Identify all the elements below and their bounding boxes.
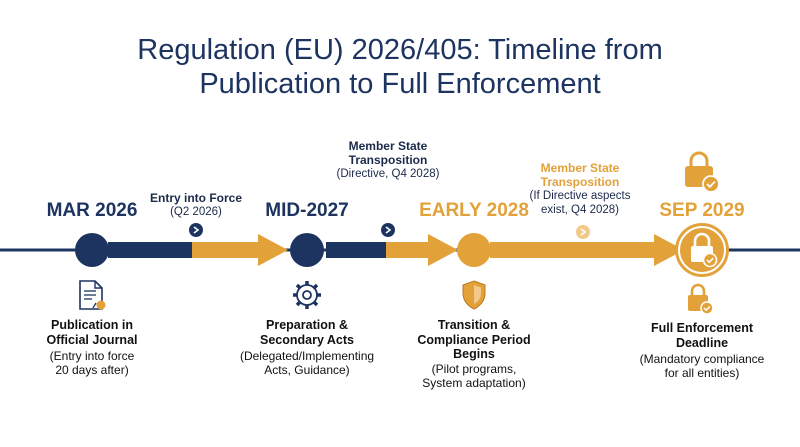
milestone-4-title-1: Full Enforcement xyxy=(650,321,754,335)
interim-marker-3-icon xyxy=(576,225,590,239)
interim-1-sub: (Q2 2026) xyxy=(170,206,222,218)
milestone-1-title-2: Official Journal xyxy=(46,332,138,347)
interim-1-title: Entry into Force xyxy=(149,191,243,205)
segment-1-arrowhead xyxy=(258,234,288,266)
milestone-4-sub-1: (Mandatory compliance xyxy=(639,352,765,366)
milestone-2-title-1: Preparation & xyxy=(266,318,348,332)
segment-3-arrowhead xyxy=(654,234,684,266)
milestone-1-label: Publication in Official Journal (Entry i… xyxy=(47,318,138,377)
milestone-4-label: Full Enforcement Deadline (Mandatory com… xyxy=(640,321,765,380)
milestone-4-date: SEP 2029 xyxy=(659,200,745,221)
segment-2-gold xyxy=(386,242,430,258)
interim-3-title-1: Member State xyxy=(540,161,620,175)
interim-2-title-1: Member State xyxy=(348,139,428,153)
milestone-3-date: EARLY 2028 xyxy=(419,200,529,221)
segment-2-navy xyxy=(326,242,386,258)
page-title: Regulation (EU) 2026/405: Timeline from … xyxy=(0,33,800,101)
milestone-1-date: MAR 2026 xyxy=(46,200,138,221)
milestone-1-node xyxy=(75,233,109,267)
segment-2-arrowhead xyxy=(428,234,458,266)
milestone-3-label: Transition & Compliance Period Begins (P… xyxy=(417,318,530,390)
milestone-3-title-2: Compliance Period xyxy=(417,332,531,347)
gear-icon xyxy=(293,281,321,309)
segment-3-gold xyxy=(490,242,656,258)
milestone-2-node xyxy=(290,233,324,267)
milestone-4-sub-2: for all entities) xyxy=(664,366,740,380)
milestone-2-title-2: Secondary Acts xyxy=(259,332,355,347)
title-line-1: Regulation (EU) 2026/405: Timeline from xyxy=(137,34,663,66)
milestone-1-sub-2: 20 days after) xyxy=(55,363,129,377)
interim-marker-2-icon xyxy=(381,223,395,237)
interim-label-3: Member State Transposition (If Directive… xyxy=(530,161,631,217)
interim-3-title-2: Transposition xyxy=(540,175,620,189)
milestone-2-sub-1: (Delegated/Implementing xyxy=(239,349,375,363)
title-line-2: Publication to Full Enforcement xyxy=(199,68,601,100)
milestone-1-title-1: Publication in xyxy=(51,318,133,332)
segment-1-gold xyxy=(192,242,260,258)
lock-check-icon-top xyxy=(685,151,720,193)
milestone-3-sub-2: System adaptation) xyxy=(422,375,526,390)
milestone-2-sub-2: Acts, Guidance) xyxy=(264,363,350,377)
milestone-1-sub-1: (Entry into force xyxy=(49,349,135,363)
milestone-2-date: MID-2027 xyxy=(265,200,349,221)
milestone-2-label: Preparation & Secondary Acts (Delegated/… xyxy=(240,318,374,377)
interim-3-sub-1: (If Directive aspects xyxy=(529,190,631,202)
interim-3-sub-2: exist, Q4 2028) xyxy=(541,204,619,216)
milestone-3-title-3: Begins xyxy=(453,347,495,361)
segment-1-navy xyxy=(108,242,192,258)
interim-2-sub: (Directive, Q4 2028) xyxy=(336,168,440,180)
shield-icon xyxy=(462,280,486,310)
interim-2-title-2: Transposition xyxy=(348,153,428,167)
interim-label-2: Member State Transposition (Directive, Q… xyxy=(337,139,440,181)
milestone-4-title-2: Deadline xyxy=(675,335,729,350)
lock-check-icon-bottom xyxy=(688,283,714,315)
milestone-3-title-1: Transition & xyxy=(437,318,511,332)
milestone-3-sub-1: (Pilot programs, xyxy=(431,361,517,376)
milestone-4-node xyxy=(675,223,729,277)
interim-marker-1-icon xyxy=(189,223,203,237)
milestone-3-node xyxy=(457,233,491,267)
interim-label-1: Entry into Force (Q2 2026) xyxy=(150,191,242,219)
document-icon xyxy=(79,280,106,310)
